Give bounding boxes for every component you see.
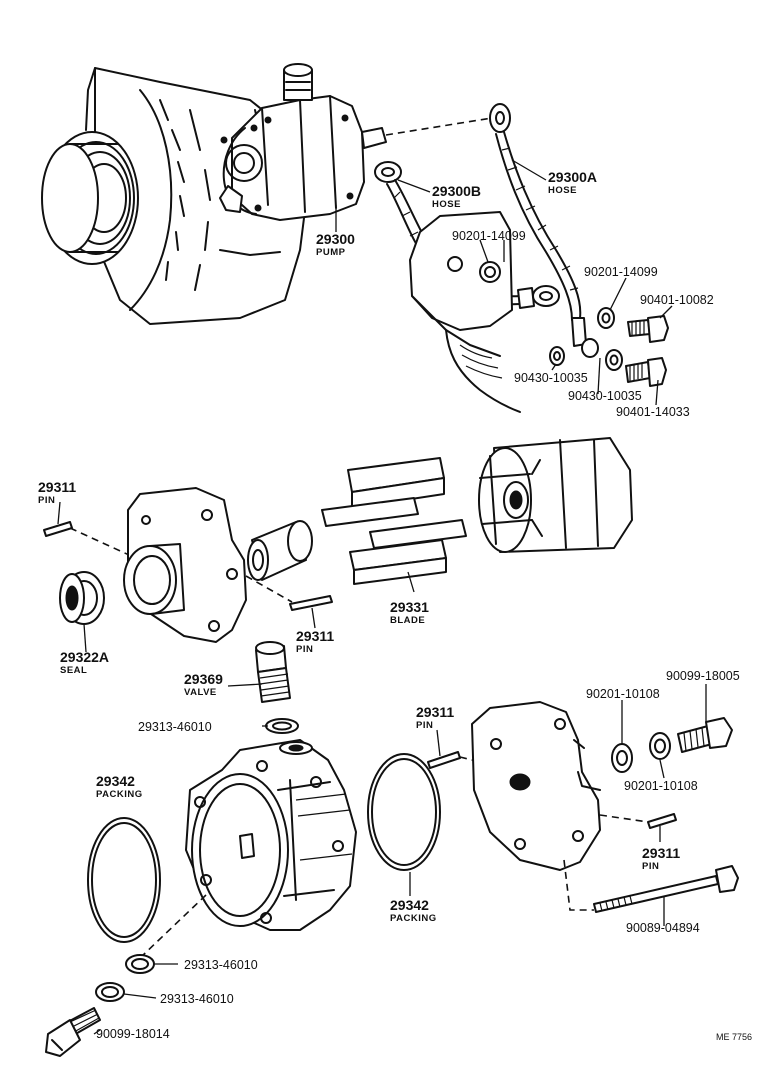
washer-10108-b <box>649 732 671 760</box>
callout-packing-left: 29342 PACKING <box>96 773 143 800</box>
callout-pin-right: 29311 PIN <box>416 704 454 731</box>
drawing-reference: ME 7756 <box>716 1032 752 1042</box>
callout-blade-29331: 29331 BLADE <box>390 599 429 626</box>
callout-90401-10082: 90401-10082 <box>640 293 714 307</box>
washer-10108-a <box>611 743 633 773</box>
callout-29313-46010-top: 29313-46010 <box>138 720 212 734</box>
leader-lines <box>57 159 707 1035</box>
callout-90430-10035-a: 90430-10035 <box>514 371 588 385</box>
ring-lower-a <box>125 954 155 974</box>
part-number: 29311 <box>296 628 334 644</box>
part-name: PUMP <box>316 247 346 258</box>
packing-left <box>87 817 161 943</box>
connection-line <box>139 894 207 959</box>
part-number: 29369 <box>184 671 223 687</box>
connection-line <box>563 859 594 911</box>
mounting-bracket <box>409 211 521 413</box>
callout-hose-29300a: 29300A HOSE <box>548 169 597 196</box>
hose-29300a <box>489 103 587 347</box>
part-number: 29322A <box>60 649 109 665</box>
pin-right-lower <box>647 813 677 829</box>
part-name: SEAL <box>60 665 87 676</box>
callout-pump-29300: 29300 PUMP <box>316 231 355 258</box>
top-fittings <box>549 307 669 387</box>
callout-90401-14033: 90401-14033 <box>616 405 690 419</box>
callout-seal-29322a: 29322A SEAL <box>60 649 109 676</box>
part-name: PACKING <box>96 789 143 800</box>
part-name: HOSE <box>548 185 577 196</box>
vacuum-pump-assembly <box>219 63 387 221</box>
callout-90201-14099-a: 90201-14099 <box>452 229 526 243</box>
part-number: 29342 <box>96 773 135 789</box>
part-number: 29311 <box>38 479 76 495</box>
callout-29313-46010-b: 29313-46010 <box>160 992 234 1006</box>
callout-hose-29300b: 29300B HOSE <box>432 183 481 210</box>
long-bolt-90089-04894 <box>593 865 739 913</box>
ring-lower-b <box>95 982 125 1002</box>
part-number: 29331 <box>390 599 429 615</box>
rotor-bushing <box>247 520 313 581</box>
packing-middle <box>367 753 441 871</box>
callout-valve-29369: 29369 VALVE <box>184 671 223 698</box>
part-name: PIN <box>416 720 433 731</box>
part-name: BLADE <box>390 615 425 626</box>
callout-pin-top: 29311 PIN <box>38 479 76 506</box>
callout-packing-middle: 29342 PACKING <box>390 897 437 924</box>
part-name: PIN <box>642 861 659 872</box>
part-number: 29311 <box>416 704 454 720</box>
callout-90099-18014: 90099-18014 <box>96 1027 170 1041</box>
part-number: 29300A <box>548 169 597 185</box>
connection-line <box>599 814 649 823</box>
seal-29322a <box>59 571 105 625</box>
end-plate-front <box>123 487 247 643</box>
callout-90201-10108-b: 90201-10108 <box>624 779 698 793</box>
part-number: 29300B <box>432 183 481 199</box>
blades-29331 <box>321 457 467 585</box>
callout-29313-46010-a: 29313-46010 <box>184 958 258 972</box>
part-name: HOSE <box>432 199 461 210</box>
pump-housing <box>185 739 357 931</box>
end-plate-rear <box>471 701 601 871</box>
ring-upper <box>265 718 299 734</box>
callout-90201-10108-a: 90201-10108 <box>586 687 660 701</box>
callout-90430-10035-b: 90430-10035 <box>568 389 642 403</box>
connection-line <box>385 117 493 136</box>
callout-pin-middle: 29311 PIN <box>296 628 334 655</box>
part-number: 29342 <box>390 897 429 913</box>
rotor <box>478 437 633 553</box>
part-name: PACKING <box>390 913 437 924</box>
part-number: 29311 <box>642 845 680 861</box>
pin-left <box>43 521 73 537</box>
callout-90089-04894: 90089-04894 <box>626 921 700 935</box>
part-name: VALVE <box>184 687 217 698</box>
part-name: PIN <box>296 644 313 655</box>
callout-90099-18005: 90099-18005 <box>666 669 740 683</box>
plug-90099-18005 <box>677 717 733 753</box>
pin-middle <box>289 595 333 611</box>
callout-pin-lower: 29311 PIN <box>642 845 680 872</box>
plug-90099-18014 <box>45 1007 101 1057</box>
part-name: PIN <box>38 495 55 506</box>
pin-right-upper <box>427 751 461 769</box>
valve-29369 <box>255 641 291 703</box>
connection-line <box>245 575 293 603</box>
part-number: 29300 <box>316 231 355 247</box>
callout-90201-14099-b: 90201-14099 <box>584 265 658 279</box>
